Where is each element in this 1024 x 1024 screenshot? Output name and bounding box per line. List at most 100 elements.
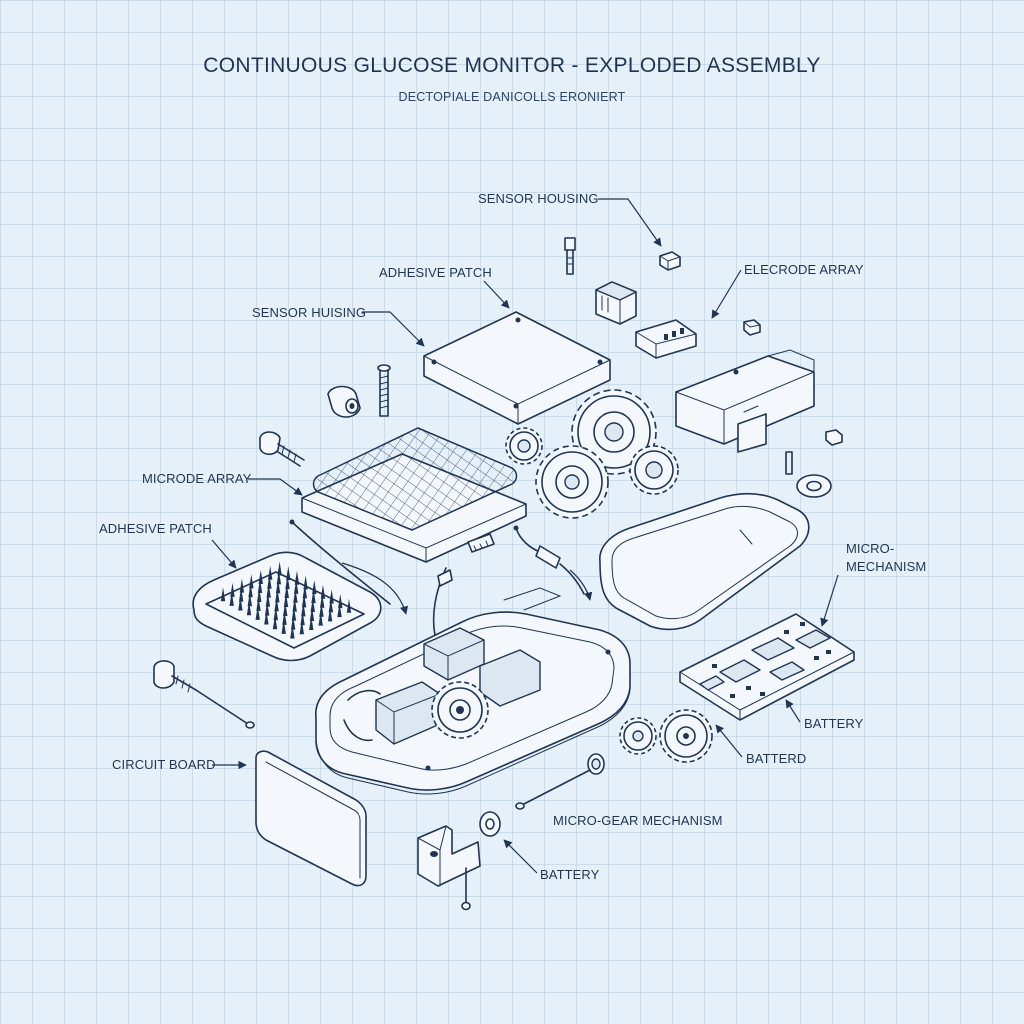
bushing-left	[327, 385, 361, 418]
micro-needle	[238, 587, 244, 602]
tiny-cube-top	[659, 251, 681, 271]
connector-block-1	[595, 281, 637, 325]
label-adhesive-patch-left: ADHESIVE PATCH	[99, 521, 212, 536]
micro-needle	[230, 582, 235, 597]
tiny-cube-3	[825, 429, 843, 446]
label-micro-gear-mechanism: MICRO-GEAR MECHANISM	[553, 813, 723, 828]
micro-needle	[338, 594, 343, 609]
spiked-adhesive-patch	[192, 551, 382, 662]
micro-needle	[337, 603, 342, 618]
micro-needle	[293, 588, 298, 603]
diagram-subtitle: DECTOPIALE DANICOLLS ERONIERT	[398, 90, 626, 104]
micro-needle	[220, 587, 226, 602]
micro-needle-array	[220, 561, 352, 639]
micro-needle	[265, 592, 271, 607]
micro-needle	[291, 606, 297, 621]
label-micro-mechanism: MICRO- MECHANISM	[846, 541, 927, 574]
probe-pin	[515, 753, 605, 810]
main-base-housing	[315, 587, 631, 795]
gear-small-right	[629, 445, 679, 495]
micro-needle	[281, 619, 286, 634]
micro-needle	[247, 592, 253, 607]
screw-vertical	[377, 364, 391, 417]
micro-needle	[283, 593, 289, 607]
micro-needle	[239, 578, 245, 593]
micro-needle	[257, 587, 262, 602]
micro-needle	[283, 601, 288, 616]
micro-needle	[346, 598, 352, 613]
micro-needle	[327, 607, 333, 622]
circuit-board-pcb	[679, 613, 855, 721]
micro-needle	[274, 597, 279, 612]
leader-lines	[211, 198, 839, 874]
micro-needle	[292, 597, 297, 612]
micro-needle	[311, 589, 316, 604]
label-battery-bottom: BATTERY	[540, 867, 600, 882]
micro-needle	[290, 624, 295, 639]
micro-needle	[255, 605, 260, 620]
micro-needle	[318, 611, 323, 626]
micro-needle	[303, 575, 308, 590]
micro-needle	[277, 561, 282, 576]
micro-needle	[319, 593, 325, 608]
battery-coin	[479, 811, 501, 837]
micro-needle	[328, 598, 334, 613]
micro-needle	[275, 579, 281, 594]
micro-needle	[267, 574, 272, 589]
top-cover-shell	[599, 492, 810, 631]
micro-needle	[248, 583, 253, 598]
small-pin-top	[564, 237, 576, 275]
washer-right	[796, 474, 832, 498]
micro-needle	[229, 591, 234, 606]
screw-angled-left	[259, 431, 305, 467]
micro-needle	[301, 593, 307, 608]
micro-needle	[267, 565, 273, 580]
micro-needle	[258, 570, 263, 585]
micro-needle	[264, 610, 269, 625]
connector-block-2	[635, 319, 697, 359]
wires	[289, 519, 585, 641]
micro-needle	[246, 601, 252, 616]
micro-needle	[272, 615, 278, 630]
electrode-housing-block	[675, 349, 815, 453]
label-electrode-array: ELECRODE ARRAY	[744, 262, 864, 277]
label-circuit-board: CIRCUIT BOARD	[112, 757, 216, 772]
micro-needle	[329, 589, 334, 604]
pcb-components	[699, 622, 831, 698]
micro-needle	[312, 580, 317, 595]
micro-needle	[293, 579, 299, 594]
micro-needle	[290, 615, 296, 630]
micro-needle	[320, 584, 326, 599]
gear-medium	[535, 445, 609, 519]
micro-needle	[302, 584, 308, 599]
label-battery-right: BATTERY	[804, 716, 864, 731]
gear-small-left	[505, 427, 543, 465]
micro-needle	[266, 583, 271, 598]
label-adhesive-patch-top: ADHESIVE PATCH	[379, 265, 492, 280]
small-pin-right	[785, 451, 793, 475]
micro-needle	[301, 602, 306, 617]
micro-needle	[273, 606, 279, 621]
micro-needle	[275, 588, 280, 603]
label-sensor-housing-top: SENSOR HOUSING	[478, 191, 599, 206]
micro-needle	[285, 575, 290, 590]
adhesive-patch-plate	[423, 311, 611, 425]
micro-needle	[282, 610, 287, 625]
micro-needle	[309, 615, 314, 630]
micro-needle	[309, 607, 315, 621]
label-microde-array: MICRODE ARRAY	[142, 471, 252, 486]
micro-needle	[276, 570, 282, 585]
mounting-bracket	[417, 825, 481, 911]
battery-pad	[255, 750, 367, 887]
diagram-title: CONTINUOUS GLUCOSE MONITOR - EXPLODED AS…	[203, 54, 821, 77]
micro-needle	[257, 579, 263, 593]
micro-needle	[286, 566, 291, 581]
label-batterd: BATTERD	[746, 751, 807, 766]
micro-needle	[256, 596, 261, 611]
micro-needle	[249, 574, 254, 589]
micro-needle	[299, 620, 305, 635]
micro-needle	[264, 601, 270, 616]
micro-needle	[300, 611, 305, 626]
